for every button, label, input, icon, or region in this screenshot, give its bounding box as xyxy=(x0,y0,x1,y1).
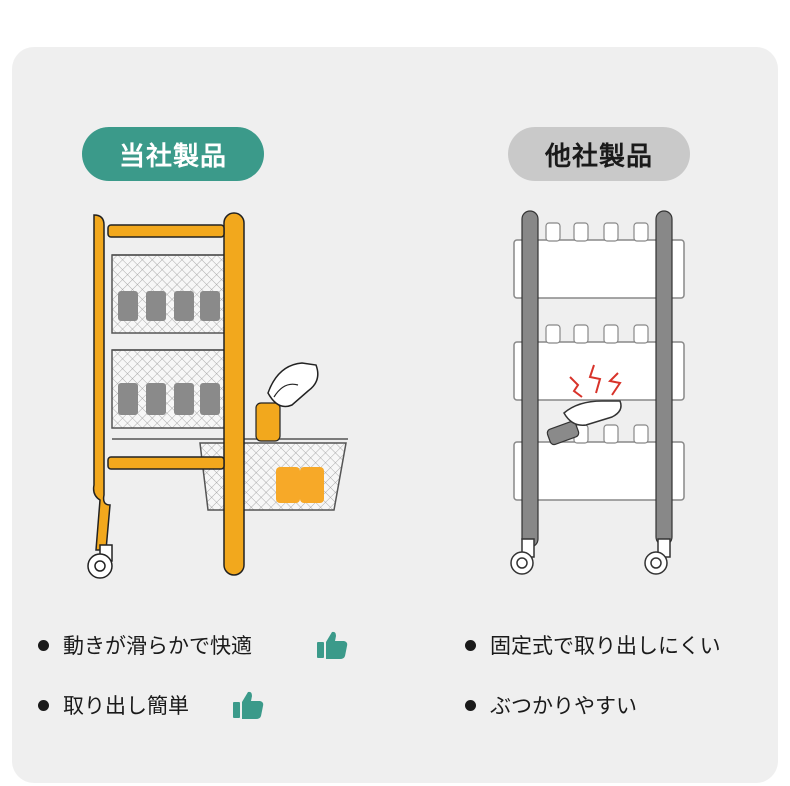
bullet-dot xyxy=(465,639,476,651)
bullet-dot xyxy=(38,639,49,651)
other-point-text: ぶつかりやすい xyxy=(490,694,637,718)
our-point-text: 取り出し簡単 xyxy=(63,694,189,718)
other-point-bump: ぶつかりやすい xyxy=(465,690,637,720)
bullet-dot xyxy=(38,699,49,711)
bottles xyxy=(545,222,649,444)
cart-frame xyxy=(92,212,245,576)
middle-basket xyxy=(111,349,231,429)
sliding-basket xyxy=(199,442,347,511)
our-point-text: 動きが滑らかで快適 xyxy=(63,634,252,658)
our-cart-illustration xyxy=(87,212,348,579)
hand-icon xyxy=(546,400,622,446)
other-cart-illustration xyxy=(510,210,685,575)
our-product-label: 当社製品 xyxy=(82,127,264,181)
bump-icon xyxy=(569,364,622,398)
cart-wheel xyxy=(87,544,113,579)
our-point-smooth: 動きが滑らかで快適 xyxy=(38,630,252,660)
hand-icon xyxy=(255,362,319,442)
thumbs-up-icon xyxy=(233,691,264,719)
other-point-fixed: 固定式で取り出しにくい xyxy=(465,630,721,660)
thumbs-up-icon xyxy=(317,631,348,659)
upper-basket xyxy=(111,254,231,334)
cart-wheel xyxy=(510,538,671,575)
bullet-dot xyxy=(465,699,476,711)
our-point-easy: 取り出し簡単 xyxy=(38,690,189,720)
other-point-text: 固定式で取り出しにくい xyxy=(490,634,721,658)
other-product-label: 他社製品 xyxy=(508,127,690,181)
cart-frame xyxy=(521,210,673,548)
fixed-baskets xyxy=(513,239,685,501)
